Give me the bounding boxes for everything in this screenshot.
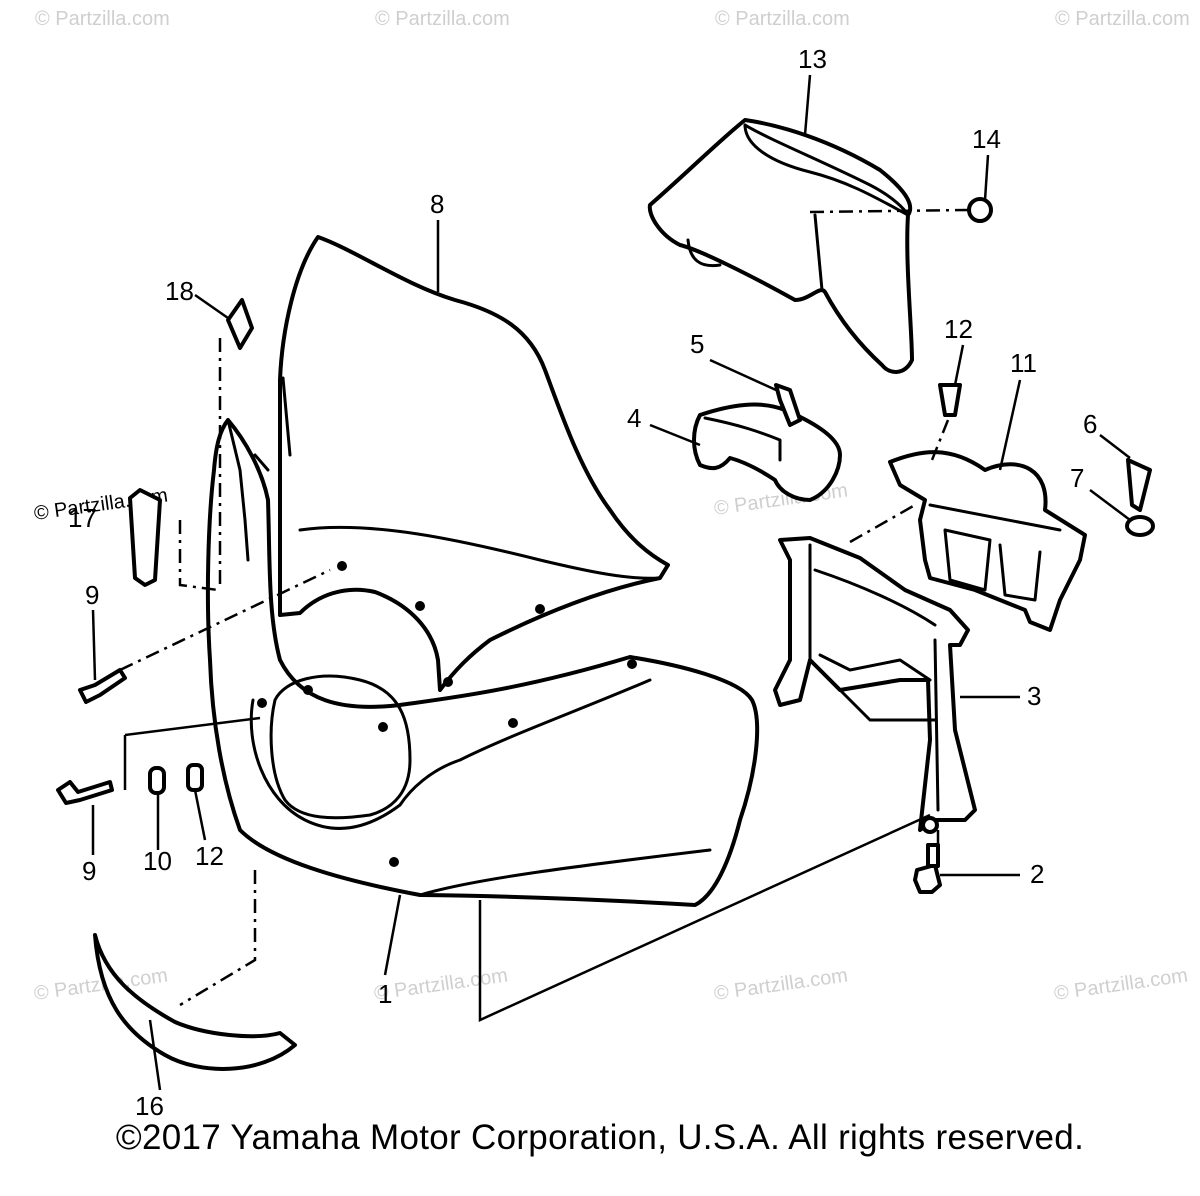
part-17 — [128, 488, 162, 587]
callout-11: 12 — [195, 841, 224, 871]
callout-2: 2 — [1030, 859, 1044, 889]
callout-14: 13 — [798, 44, 827, 74]
callout-12: 11 — [1010, 348, 1037, 378]
part-cowling — [205, 418, 760, 907]
callouts: 13 14 8 18 12 5 11 4 6 7 17 9 3 9 10 12 … — [68, 44, 1097, 1121]
hardware — [56, 197, 1155, 894]
callout-1: 1 — [378, 979, 392, 1009]
callout-6: 6 — [1083, 409, 1097, 439]
callout-18: 18 — [165, 276, 194, 306]
part-bracket-4 — [692, 402, 842, 502]
callout-8: 8 — [430, 189, 444, 219]
callout-15: 14 — [972, 124, 1001, 154]
callout-9: 9 — [85, 580, 99, 610]
watermark: © Partzilla.com — [35, 8, 170, 30]
part-windscreen — [278, 235, 670, 692]
callout-5: 5 — [690, 329, 704, 359]
callout-16: 16 — [135, 1091, 164, 1121]
watermark: © Partzilla.com — [375, 8, 510, 30]
callout-10: 10 — [143, 846, 172, 876]
watermark: © Partzilla.com — [373, 964, 510, 1005]
assembly-lines — [119, 208, 969, 1007]
callout-3: 3 — [1027, 681, 1041, 711]
part-mounting-frame — [773, 536, 977, 834]
callout-9: 9 — [82, 856, 96, 886]
callout-13: 12 — [944, 314, 973, 344]
copyright-notice: ©2017 Yamaha Motor Corporation, U.S.A. A… — [115, 1118, 1085, 1157]
callout-17: 17 — [68, 503, 97, 533]
part-18 — [226, 298, 254, 350]
watermark: © Partzilla.com — [1055, 8, 1190, 30]
watermark: © Partzilla.com — [713, 964, 850, 1005]
leader-lines — [91, 74, 1131, 1091]
part-16 — [93, 933, 297, 1071]
part-meter-cover — [647, 118, 914, 374]
watermark: © Partzilla.com — [715, 8, 850, 30]
watermark: © Partzilla.com — [1053, 964, 1190, 1005]
callout-4: 4 — [627, 403, 641, 433]
callout-7: 7 — [1070, 463, 1084, 493]
